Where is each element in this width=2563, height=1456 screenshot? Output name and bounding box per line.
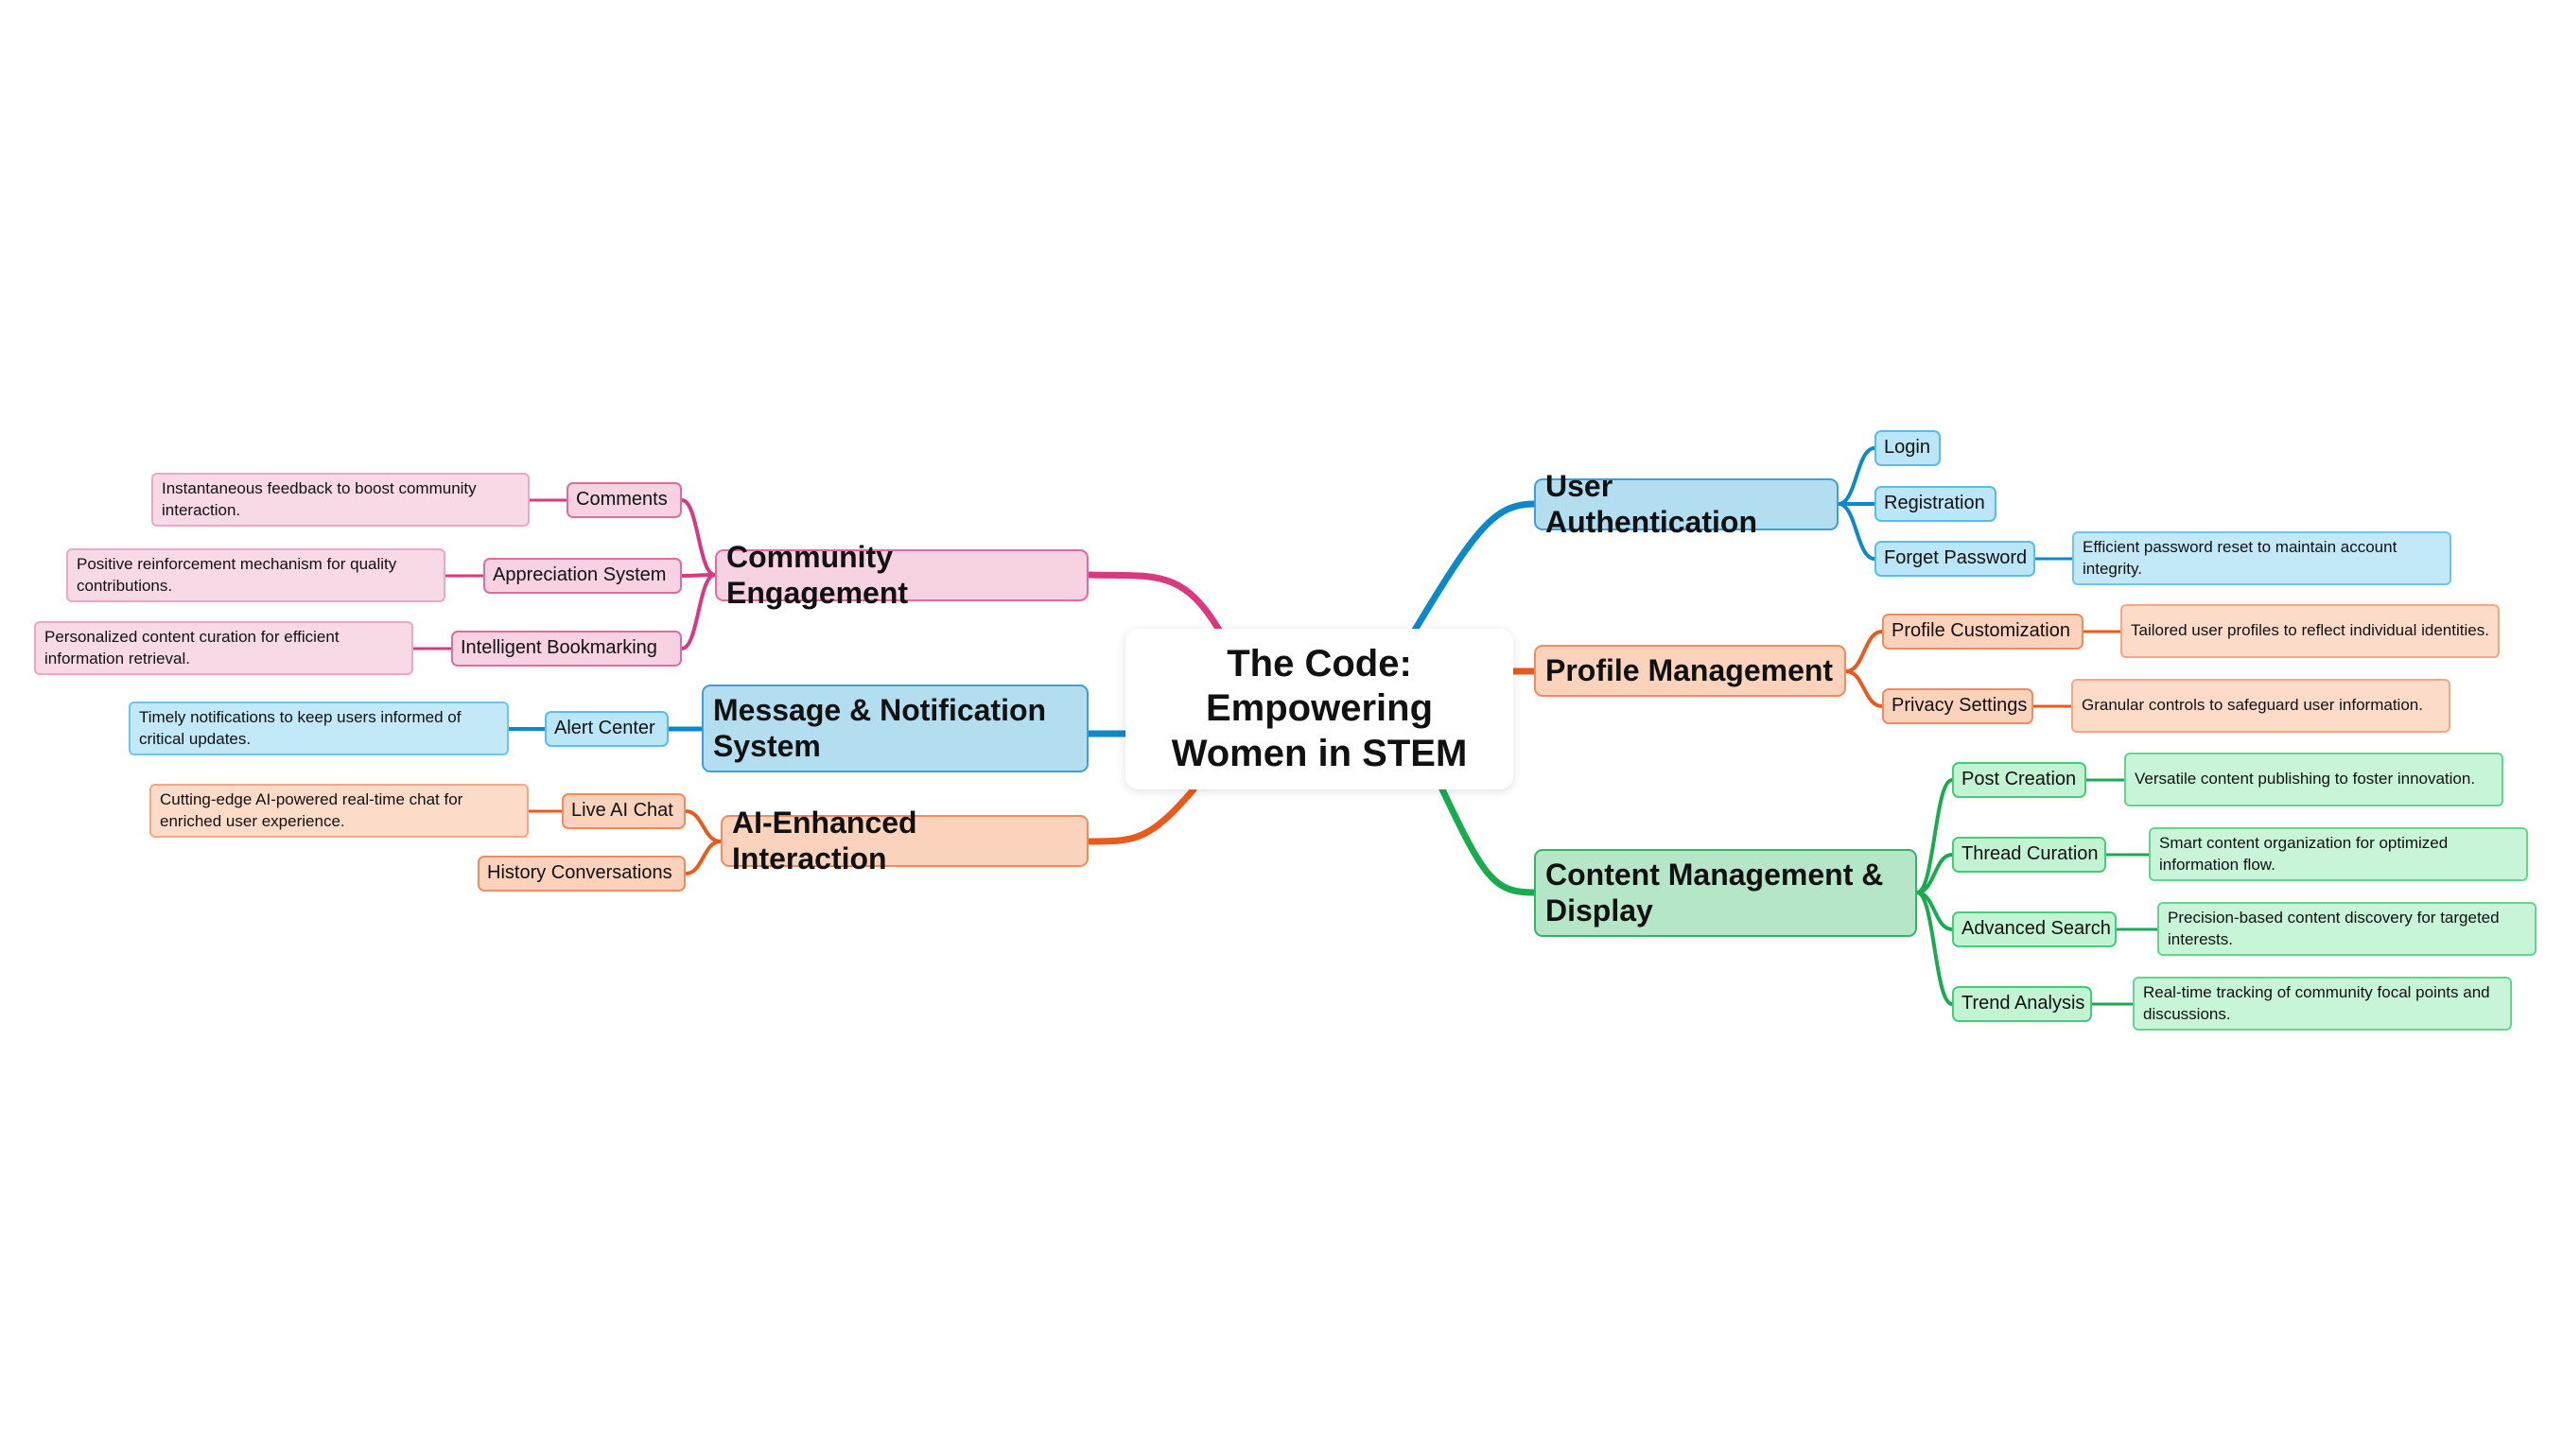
leaf-advanced-search[interactable]: Advanced Search bbox=[1952, 911, 2117, 947]
branch-community-engagement[interactable]: Community Engagement bbox=[715, 540, 1089, 610]
link-community-comments bbox=[680, 498, 717, 577]
link-center-community bbox=[1085, 571, 1224, 635]
leaf-alert-center[interactable]: Alert Center bbox=[545, 711, 669, 747]
desc-forget-password: Efficient password reset to maintain acc… bbox=[2072, 531, 2451, 585]
leaf-profile-customization[interactable]: Profile Customization bbox=[1882, 614, 2084, 650]
branch-ai-enhanced-interaction[interactable]: AI-Enhanced Interaction bbox=[721, 806, 1089, 875]
leaf-login[interactable]: Login bbox=[1874, 430, 1941, 466]
desc-comments: Instantaneous feedback to boost communit… bbox=[151, 473, 530, 527]
leaf-intelligent-bookmarking[interactable]: Intelligent Bookmarking bbox=[451, 631, 682, 667]
link-auth-forget bbox=[1837, 502, 1876, 561]
link-auth-login bbox=[1837, 446, 1876, 506]
leaf-thread-curation[interactable]: Thread Curation bbox=[1952, 837, 2106, 873]
link-center-content bbox=[1438, 786, 1538, 896]
leaf-comments[interactable]: Comments bbox=[567, 482, 682, 518]
desc-trend-analysis: Real-time tracking of community focal po… bbox=[2133, 977, 2512, 1031]
desc-live-ai-chat: Cutting-edge AI-powered real-time chat f… bbox=[149, 784, 529, 838]
link-center-ai bbox=[1085, 786, 1197, 845]
desc-intelligent-bookmarking: Personalized content curation for effici… bbox=[34, 621, 413, 675]
desc-thread-curation: Smart content organization for optimized… bbox=[2149, 827, 2528, 881]
central-topic[interactable]: The Code: Empowering Women in STEM bbox=[1125, 629, 1513, 789]
leaf-trend-analysis[interactable]: Trend Analysis bbox=[1952, 986, 2092, 1022]
leaf-appreciation-system[interactable]: Appreciation System bbox=[483, 558, 682, 594]
desc-post-creation: Versatile content publishing to foster i… bbox=[2124, 753, 2503, 806]
link-profile-privacy bbox=[1844, 669, 1884, 708]
link-community-bookmarking bbox=[680, 573, 717, 650]
desc-advanced-search: Precision-based content discovery for ta… bbox=[2157, 902, 2537, 956]
link-ai-livechat bbox=[684, 809, 723, 843]
leaf-post-creation[interactable]: Post Creation bbox=[1952, 762, 2086, 798]
link-profile-customization bbox=[1844, 630, 1884, 673]
branch-content-management[interactable]: Content Management & Display bbox=[1534, 849, 1917, 937]
link-center-auth bbox=[1410, 500, 1538, 635]
desc-privacy-settings: Granular controls to safeguard user info… bbox=[2071, 679, 2450, 733]
leaf-history-conversations[interactable]: History Conversations bbox=[478, 856, 686, 892]
desc-profile-customization: Tailored user profiles to reflect indivi… bbox=[2120, 604, 2500, 658]
leaf-registration[interactable]: Registration bbox=[1874, 486, 1996, 522]
branch-profile-management[interactable]: Profile Management bbox=[1534, 645, 1846, 697]
link-ai-history bbox=[684, 840, 723, 875]
desc-alert-center: Timely notifications to keep users infor… bbox=[129, 702, 509, 755]
branch-message-notification[interactable]: Message & Notification System bbox=[702, 685, 1089, 772]
link-content-trend bbox=[1915, 891, 1954, 1006]
branch-user-authentication[interactable]: User Authentication bbox=[1534, 469, 1839, 539]
leaf-privacy-settings[interactable]: Privacy Settings bbox=[1882, 688, 2033, 724]
leaf-live-ai-chat[interactable]: Live AI Chat bbox=[562, 793, 686, 829]
desc-appreciation-system: Positive reinforcement mechanism for qua… bbox=[66, 548, 445, 602]
leaf-forget-password[interactable]: Forget Password bbox=[1874, 541, 2035, 577]
link-content-post bbox=[1915, 778, 1954, 894]
